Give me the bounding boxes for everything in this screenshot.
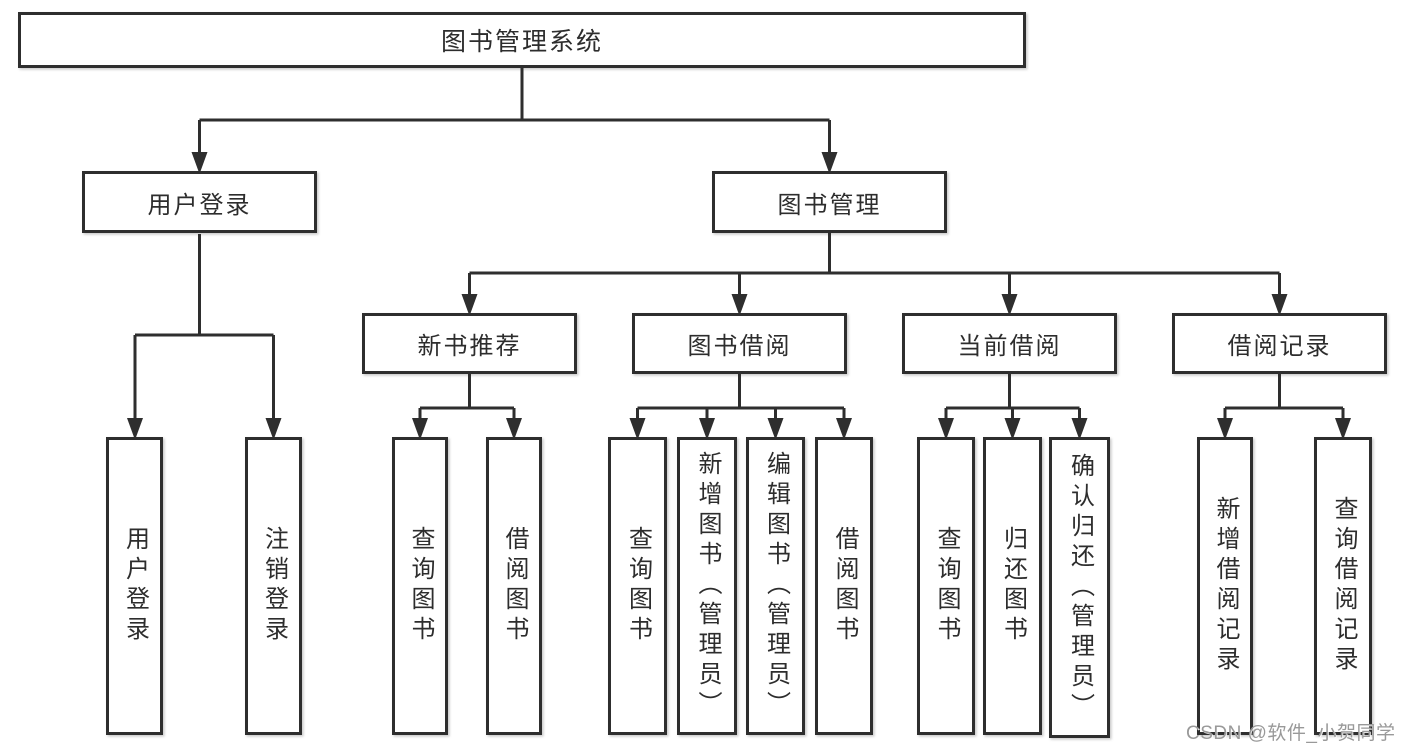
node-book-borrow: 图书借阅: [632, 313, 847, 374]
node-label: 借阅图书: [831, 526, 858, 646]
node-borrow-records: 借阅记录: [1172, 313, 1387, 374]
node-label: 借阅图书: [501, 526, 528, 646]
leaf-query-borrow-record: 查询借阅记录: [1314, 437, 1372, 735]
node-label: 确认归还（管理员）: [1066, 452, 1094, 723]
edge-recommend-to-leaves: [418, 374, 516, 420]
node-label: 当前借阅: [957, 333, 1062, 360]
node-label: 图书借阅: [687, 333, 792, 360]
node-label: 查询借阅记录: [1330, 496, 1357, 676]
node-label: 图书管理系统: [440, 28, 603, 56]
node-label: 查询图书: [933, 526, 960, 646]
leaf-query-books-current: 查询图书: [917, 437, 975, 735]
edge-root-to-level2: [198, 68, 831, 154]
node-label: 查询图书: [624, 526, 652, 646]
leaf-query-books-recommend: 查询图书: [392, 437, 448, 735]
leaf-add-book-admin: 新增图书（管理员）: [677, 437, 737, 735]
node-label: 注销登录: [260, 526, 288, 646]
edge-records-to-leaves: [1223, 374, 1345, 420]
edge-login-to-leaves: [133, 234, 275, 420]
leaf-edit-book-admin: 编辑图书（管理员）: [746, 437, 805, 735]
node-label: 图书管理: [777, 191, 882, 219]
node-book-management: 图书管理: [712, 171, 947, 233]
node-label: 归还图书: [999, 526, 1027, 646]
node-label: 用户登录: [121, 526, 149, 646]
leaf-confirm-return-admin: 确认归还（管理员）: [1049, 437, 1110, 738]
node-label: 查询图书: [407, 526, 434, 646]
node-library-management-system: 图书管理系统: [18, 12, 1026, 68]
node-label: 编辑图书（管理员）: [762, 451, 790, 721]
leaf-logout-login: 注销登录: [245, 437, 302, 735]
node-label: 新增图书（管理员）: [694, 451, 721, 721]
node-current-borrow: 当前借阅: [902, 313, 1117, 374]
node-label: 新增借阅记录: [1212, 496, 1239, 676]
edge-current-to-leaves: [944, 374, 1081, 420]
edge-management-to-sections: [468, 233, 1281, 296]
leaf-add-borrow-record: 新增借阅记录: [1197, 437, 1253, 735]
node-new-book-recommend: 新书推荐: [362, 313, 577, 374]
node-label: 新书推荐: [417, 333, 522, 360]
edge-borrow-to-leaves: [636, 374, 846, 420]
leaf-borrow-books-borrow: 借阅图书: [815, 437, 873, 735]
leaf-query-books-borrow: 查询图书: [608, 437, 667, 735]
leaf-user-login: 用户登录: [106, 437, 163, 735]
leaf-borrow-books-recommend: 借阅图书: [486, 437, 542, 735]
node-user-login: 用户登录: [82, 171, 317, 233]
node-label: 用户登录: [147, 191, 252, 219]
watermark: CSDN @软件_小贺同学: [1186, 723, 1396, 744]
leaf-return-books: 归还图书: [983, 437, 1042, 735]
node-label: 借阅记录: [1227, 333, 1332, 360]
